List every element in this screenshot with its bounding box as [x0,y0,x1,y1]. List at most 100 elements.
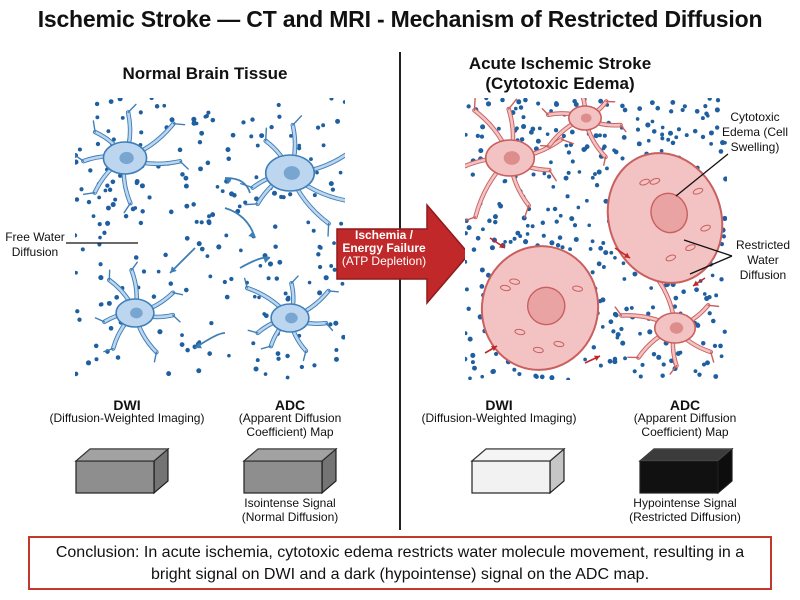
neuron-cell [75,103,189,214]
water-molecule [151,294,157,299]
water-molecule [105,205,111,211]
stroke-dwi-label: DWI [485,397,513,413]
water-molecule [251,341,256,346]
water-molecule [98,275,104,281]
water-molecule [317,264,323,270]
water-molecule [558,213,563,218]
water-molecule [536,101,541,106]
water-molecule [647,329,653,335]
water-molecule [549,160,553,165]
water-molecule [113,197,118,202]
normal-dwi-signal-block [74,447,170,495]
water-molecule [676,127,681,132]
water-molecule [522,239,529,245]
ischemia-line-2: Energy Failure [342,241,426,255]
water-molecule [603,250,609,256]
water-molecule [596,169,602,175]
water-molecule [480,227,485,232]
water-molecule [623,356,627,361]
water-molecule [650,119,655,124]
water-molecule [496,126,501,131]
water-molecule [593,133,599,139]
water-molecule [573,102,579,108]
water-molecule [636,141,642,147]
water-molecule [632,369,637,374]
water-molecule [533,373,538,379]
block-front-face [75,460,155,494]
stroke-adc-sublabel: (Apparent Diffusion Coefficient) Map [633,411,737,439]
block-front-face [243,460,323,494]
water-molecule [255,143,260,148]
water-molecule [624,306,629,312]
water-molecule [593,172,597,176]
water-molecule [649,100,655,106]
water-molecule [601,265,606,269]
water-molecule [563,175,569,181]
water-molecule [666,137,671,142]
water-molecule [277,259,283,265]
water-molecule [568,247,573,252]
water-molecule [479,284,485,289]
ischemia-line-1: Ischemia / [354,228,414,242]
water-molecule [323,275,329,281]
water-molecule [561,133,566,139]
cell-nucleus [130,307,143,319]
water-molecule [704,295,710,302]
water-molecule [333,320,339,326]
water-molecule [619,326,624,332]
water-molecule [693,369,698,374]
water-molecule [227,353,231,358]
water-molecule [497,202,502,207]
water-molecule [220,189,225,194]
water-molecule [622,277,627,281]
neuron-cell [240,115,345,237]
water-molecule [466,225,472,231]
water-molecule [263,313,269,319]
cytotoxic-edema-illustration [465,98,727,380]
water-molecule [660,136,665,141]
water-molecule [105,220,111,226]
water-molecule [216,244,222,250]
water-molecule [253,366,259,372]
water-molecule [207,351,213,356]
water-molecule [465,331,468,336]
panel-divider [399,52,401,530]
water-molecule [596,261,602,267]
water-molecule [471,247,477,252]
water-molecule [338,170,343,175]
block-front-face [639,460,719,494]
water-molecule [673,295,679,301]
water-molecule [608,319,614,325]
water-molecule [230,132,236,138]
water-molecule [206,110,211,115]
water-molecule [285,296,291,302]
water-molecule [620,156,625,161]
water-molecule [118,173,123,178]
normal-adc-sublabel: (Apparent Diffusion Coefficient) Map [238,411,342,439]
water-molecule [651,129,657,134]
water-molecule [297,146,302,151]
water-molecule [95,141,101,147]
water-molecule [517,371,522,377]
water-molecule [106,129,111,134]
stroke-adc-signal-label: Hypointense Signal [633,496,737,510]
water-molecule [719,354,724,359]
water-molecule [215,184,220,189]
water-molecule [475,235,481,241]
water-molecule [564,143,569,148]
water-molecule [120,115,125,120]
water-molecule [577,170,582,174]
water-molecule [321,143,326,148]
water-molecule [602,133,607,138]
cell-nucleus [119,151,134,165]
water-molecule [516,99,522,105]
water-molecule [191,202,196,207]
water-molecule [587,223,592,228]
normal-dwi-label: DWI [113,397,141,413]
water-molecule [566,170,571,175]
water-molecule [708,130,714,136]
water-molecule [709,142,713,146]
water-molecule [489,245,495,251]
water-molecule [655,105,661,111]
water-molecule [110,201,116,208]
